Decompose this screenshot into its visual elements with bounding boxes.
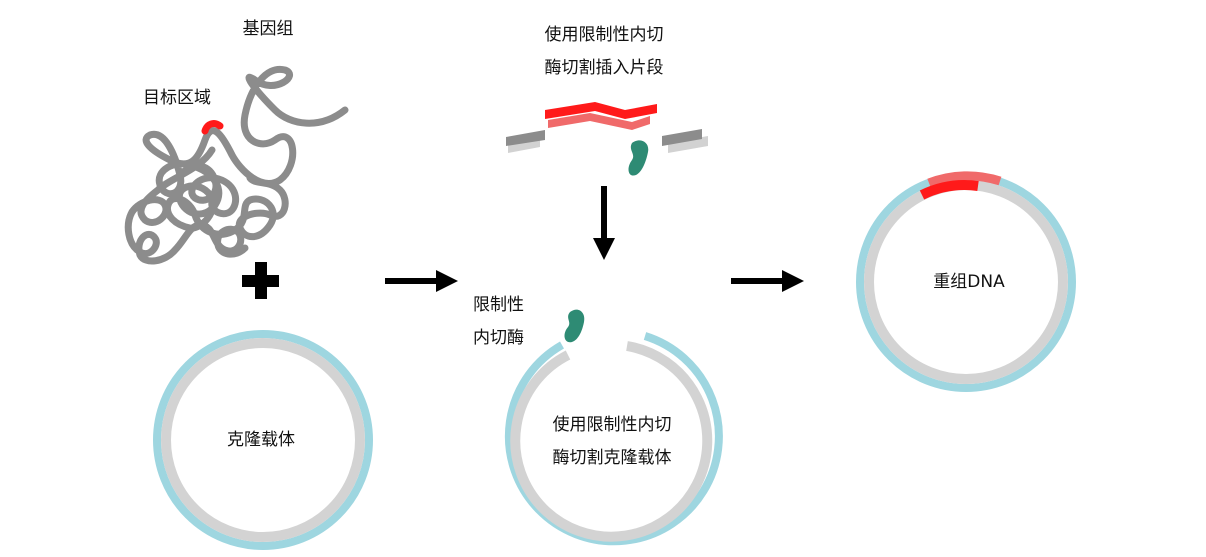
insert-fragment <box>506 102 708 153</box>
genome-tangle <box>124 65 349 265</box>
recombinant-plasmid <box>856 171 1076 392</box>
plus-icon <box>242 262 279 299</box>
enzyme-blob-icon <box>564 309 585 343</box>
enzyme-label-line2: 内切酶 <box>473 328 524 348</box>
insert-cut-label-line2: 酶切割插入片段 <box>544 58 664 78</box>
target-region-marker <box>201 120 224 135</box>
target-region-label: 目标区域 <box>143 88 211 108</box>
vector-cut-label-line1: 使用限制性内切 <box>552 415 672 435</box>
vector-cut-label-line2: 酶切割克隆载体 <box>552 448 672 468</box>
enzyme-label-line1: 限制性 <box>473 295 524 315</box>
genome-label: 基因组 <box>242 19 294 39</box>
enzyme-blob-icon <box>628 140 649 176</box>
cut-vector-plasmid <box>504 332 723 546</box>
recombinant-dna-label: 重组DNA <box>933 272 1005 292</box>
cloning-vector-plasmid <box>153 330 373 550</box>
cloning-vector-label: 克隆载体 <box>227 430 295 450</box>
arrow-down-icon <box>593 186 615 260</box>
insert-cut-label-line1: 使用限制性内切 <box>544 25 664 45</box>
arrow-right-icon <box>385 270 458 292</box>
arrow-right-icon <box>731 270 804 292</box>
